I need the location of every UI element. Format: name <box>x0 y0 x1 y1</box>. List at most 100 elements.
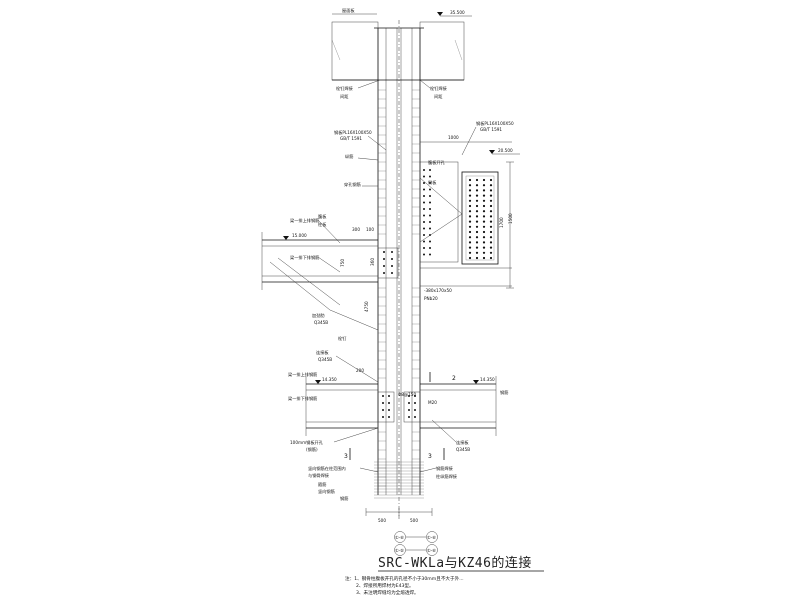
gusset-label-2: Q345B <box>318 357 332 362</box>
bolt-dot <box>482 194 486 197</box>
side-plate-label: 侧板 <box>428 179 437 186</box>
bolt-dot <box>482 178 486 182</box>
axis-circle-br <box>426 544 438 556</box>
side-plate-holes <box>423 169 431 256</box>
side-hole <box>429 240 431 243</box>
bolt-dot <box>475 251 479 254</box>
shear-stud-label: 栓钉 <box>338 335 347 342</box>
lower-beam-group: 14.350 14.350 梁一排上排钢筋 梁一排下排钢筋 连接板 Q345B … <box>288 349 508 460</box>
right-plate-label-2: Q345B <box>456 447 470 452</box>
bolt-dot <box>482 199 486 202</box>
beam-top-leader <box>317 219 341 244</box>
roof-slab-right <box>419 21 465 81</box>
anchor-rebar-lines <box>374 461 424 499</box>
upper-level-symbol <box>489 150 495 154</box>
bolt-dot <box>482 230 486 234</box>
bolt-dot <box>475 230 479 234</box>
lower-hole <box>408 395 410 397</box>
side-hole <box>429 175 431 178</box>
axis-bl-text: ①-⑤ <box>395 548 404 553</box>
side-hole <box>423 221 425 223</box>
title-block: SRC-WKLa与KZ46的连接 注：1、钢骨柱腹板开孔的孔径不小于30mm且不… <box>345 555 544 596</box>
bolt-dot <box>468 256 472 260</box>
side-hole <box>423 182 425 184</box>
plate-spec-right-leader <box>461 126 477 156</box>
bolt-dot <box>482 215 486 218</box>
bolt-dot <box>475 225 479 228</box>
column-group <box>374 20 424 520</box>
upper-connection-group: 1000 钢板PL16X100X50 GB/T 1591 钢板PL16X100X… <box>334 120 520 301</box>
dim-360: 360 <box>370 258 375 266</box>
beam-bot-leader <box>317 256 341 273</box>
web-plate-label: 腹板 <box>318 213 327 220</box>
column-side-plate <box>419 161 459 263</box>
note-2: 2、焊接所用焊材为E43型。 <box>356 582 414 589</box>
anchor-group: 竖向钢筋在柱范围内 与钢骨焊接 箍筋 竖向钢筋 钢筋 钢筋焊接 柱纵筋焊接 50… <box>308 461 458 523</box>
bolt-dot <box>482 220 486 223</box>
roof-level-symbol <box>437 12 443 16</box>
bolt-dot <box>482 241 486 244</box>
dim-1000: 1000 <box>448 135 459 140</box>
bolt-dot <box>489 246 493 249</box>
rebar-b-label: 穿孔钢筋 <box>344 181 361 188</box>
lower-bot-label: 梁一排下排钢筋 <box>288 395 317 402</box>
mid-hole <box>383 251 385 253</box>
lower-hole <box>382 402 384 404</box>
diag-line <box>419 177 463 215</box>
mid-plate-holes <box>383 251 393 274</box>
lower-hole <box>388 416 390 418</box>
roof-slab-label: 屋面板 <box>342 7 355 14</box>
side-hole <box>429 182 431 184</box>
bolt-dot <box>468 251 472 254</box>
dim-100: 100 <box>366 227 374 232</box>
section-3-text-b: 3 <box>428 453 432 460</box>
bolt-plate-inner <box>465 175 495 261</box>
lower-hole <box>408 409 410 411</box>
stud-right-label-2: 间距 <box>434 93 442 100</box>
bolt-dot <box>475 241 479 244</box>
bolt-dot <box>475 194 479 197</box>
web-hole-label: 腹板开孔 <box>428 159 446 166</box>
stud-right-leader <box>419 79 431 89</box>
note-1: 注：1、钢骨柱腹板开孔的孔径不小于30mm且不大于外... <box>345 575 464 582</box>
right-plate-label: 连接板 <box>456 439 469 446</box>
dim-4750: 4750 <box>364 301 369 312</box>
bolt-dot <box>468 210 472 213</box>
lower-hole <box>408 402 410 404</box>
dim-300: 300 <box>352 227 360 232</box>
bottom-label-3: 箍筋 <box>318 481 326 488</box>
side-hole <box>429 253 431 256</box>
lower-hole <box>414 402 416 404</box>
bolt-dot <box>489 241 493 244</box>
dim-1700: 1700 <box>499 217 504 228</box>
side-hole <box>423 253 425 256</box>
side-hole <box>423 227 425 230</box>
plate-size-label-2: PNb20 <box>424 296 438 301</box>
left-beam-mid-group: 15.000 梁一排上排钢筋 梁一排下排钢筋 腹板 柱板 300 100 750… <box>261 213 399 342</box>
bolt-dot <box>468 204 472 208</box>
bolt-dot <box>475 189 479 192</box>
bolt-dot <box>468 236 472 239</box>
rebar-a-leader <box>357 157 379 161</box>
stud-right-label: 栓钉焊接 <box>430 85 448 92</box>
side-hole <box>429 221 431 223</box>
axis-tr-text: ①-⑥ <box>427 535 436 540</box>
gusset-label: 连接板 <box>316 349 329 356</box>
lower-level-symbol-left <box>315 380 321 384</box>
bolt-dot <box>489 256 493 260</box>
bolt-dot <box>489 210 493 213</box>
bolt-dot <box>489 220 493 223</box>
beam-note-2: (钢筋) <box>306 446 318 453</box>
side-hole <box>429 227 431 230</box>
diag-line-2 <box>419 213 463 243</box>
gusset-leader <box>335 355 379 383</box>
side-hole <box>423 234 425 236</box>
bolt-grid <box>468 178 493 260</box>
plate-std-right: GB/T 1591 <box>480 127 502 132</box>
mid-hole <box>383 265 385 267</box>
stud-left-label: 栓钉焊接 <box>336 85 354 92</box>
roof-slab-left <box>331 21 379 81</box>
lower-plate-holes <box>382 395 416 418</box>
bolt-dot <box>482 184 486 187</box>
